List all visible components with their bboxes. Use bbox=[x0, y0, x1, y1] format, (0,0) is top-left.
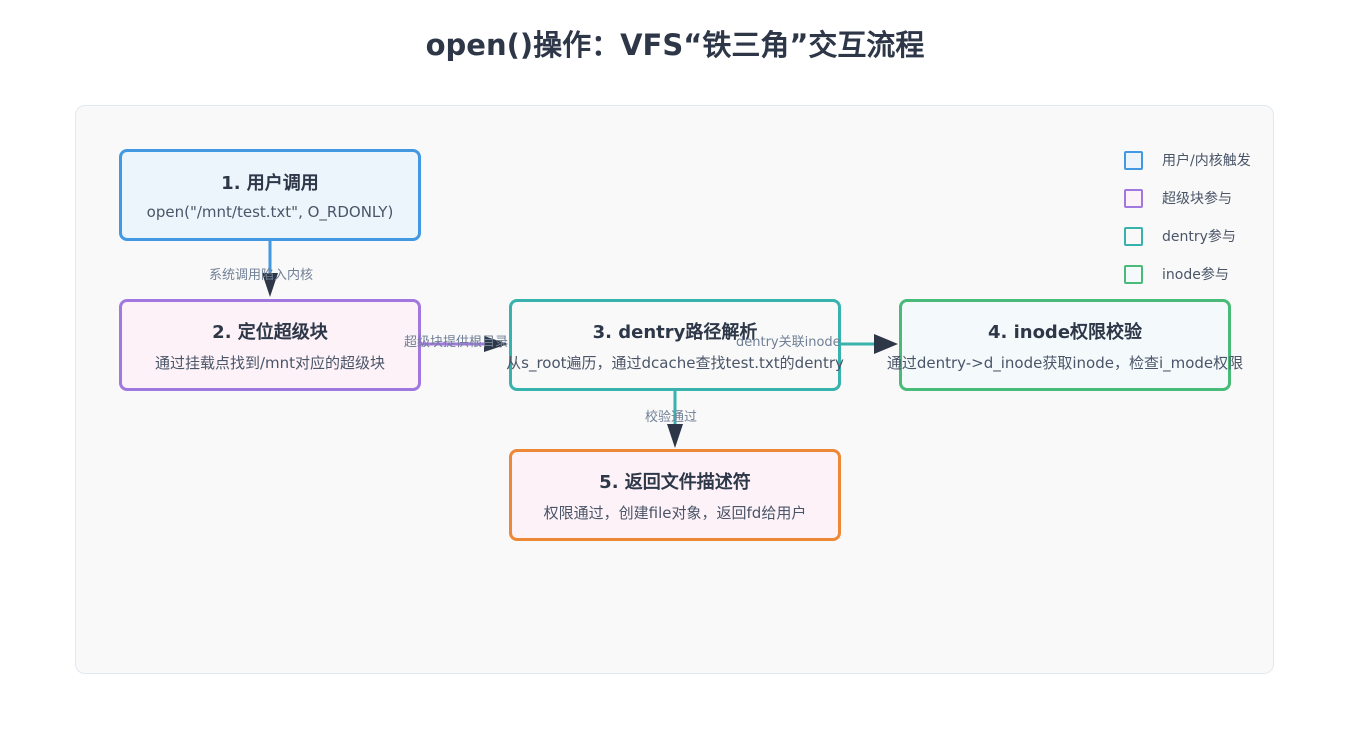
legend-label: 用户/内核触发 bbox=[1162, 153, 1251, 169]
legend-item-user-kernel: 用户/内核触发 bbox=[1124, 149, 1251, 171]
node-desc: 从s_root遍历，通过dcache查找test.txt的dentry bbox=[506, 353, 844, 372]
node-return-fd: 5. 返回文件描述符 权限通过，创建file对象，返回fd给用户 bbox=[509, 449, 841, 541]
node-title: 2. 定位超级块 bbox=[212, 321, 328, 343]
node-title: 5. 返回文件描述符 bbox=[599, 471, 751, 493]
node-inode-permission-check: 4. inode权限校验 通过dentry->d_inode获取inode，检查… bbox=[887, 299, 1243, 391]
legend-swatch bbox=[1124, 188, 1143, 208]
edge-label-check-passed: 校验通过 bbox=[645, 410, 698, 425]
legend-item-dentry: dentry参与 bbox=[1124, 225, 1251, 247]
node-desc: 通过挂载点找到/mnt对应的超级块 bbox=[154, 353, 386, 372]
legend-label: 超级块参与 bbox=[1162, 191, 1232, 207]
arrowhead-dentry-to-return bbox=[667, 424, 683, 448]
node-desc: 权限通过，创建file对象，返回fd给用户 bbox=[543, 503, 807, 522]
edge-label-dentry-inode: dentry关联inode bbox=[736, 335, 841, 350]
legend-swatch bbox=[1124, 150, 1143, 170]
arrowhead-user-to-superblock bbox=[262, 273, 278, 297]
node-title: 1. 用户调用 bbox=[221, 173, 319, 194]
node-title: 3. dentry路径解析 bbox=[592, 321, 758, 343]
legend-swatch bbox=[1124, 226, 1143, 246]
legend-label: dentry参与 bbox=[1162, 229, 1236, 245]
diagram-title: open()操作：VFS“铁三角”交互流程 bbox=[425, 28, 925, 62]
arrowhead-dentry-to-inode bbox=[874, 334, 898, 354]
edge-label-syscall: 系统调用陷入内核 bbox=[209, 268, 314, 283]
node-desc: open("/mnt/test.txt", O_RDONLY) bbox=[146, 203, 394, 221]
node-locate-superblock: 2. 定位超级块 通过挂载点找到/mnt对应的超级块 bbox=[119, 299, 421, 391]
node-title: 4. inode权限校验 bbox=[987, 321, 1143, 343]
legend: 用户/内核触发 超级块参与 dentry参与 inode参与 bbox=[1124, 149, 1251, 301]
edge-label-root-dir: 超级块提供根目录 bbox=[404, 335, 509, 350]
node-desc: 通过dentry->d_inode获取inode，检查i_mode权限 bbox=[886, 353, 1244, 372]
node-user-call: 1. 用户调用 open("/mnt/test.txt", O_RDONLY) bbox=[119, 149, 421, 241]
legend-label: inode参与 bbox=[1162, 267, 1229, 283]
legend-item-inode: inode参与 bbox=[1124, 263, 1251, 285]
node-dentry-path-resolve: 3. dentry路径解析 从s_root遍历，通过dcache查找test.t… bbox=[506, 299, 844, 391]
arrowhead-superblock-to-dentry bbox=[484, 336, 508, 352]
legend-item-superblock: 超级块参与 bbox=[1124, 187, 1251, 209]
legend-swatch bbox=[1124, 264, 1143, 284]
